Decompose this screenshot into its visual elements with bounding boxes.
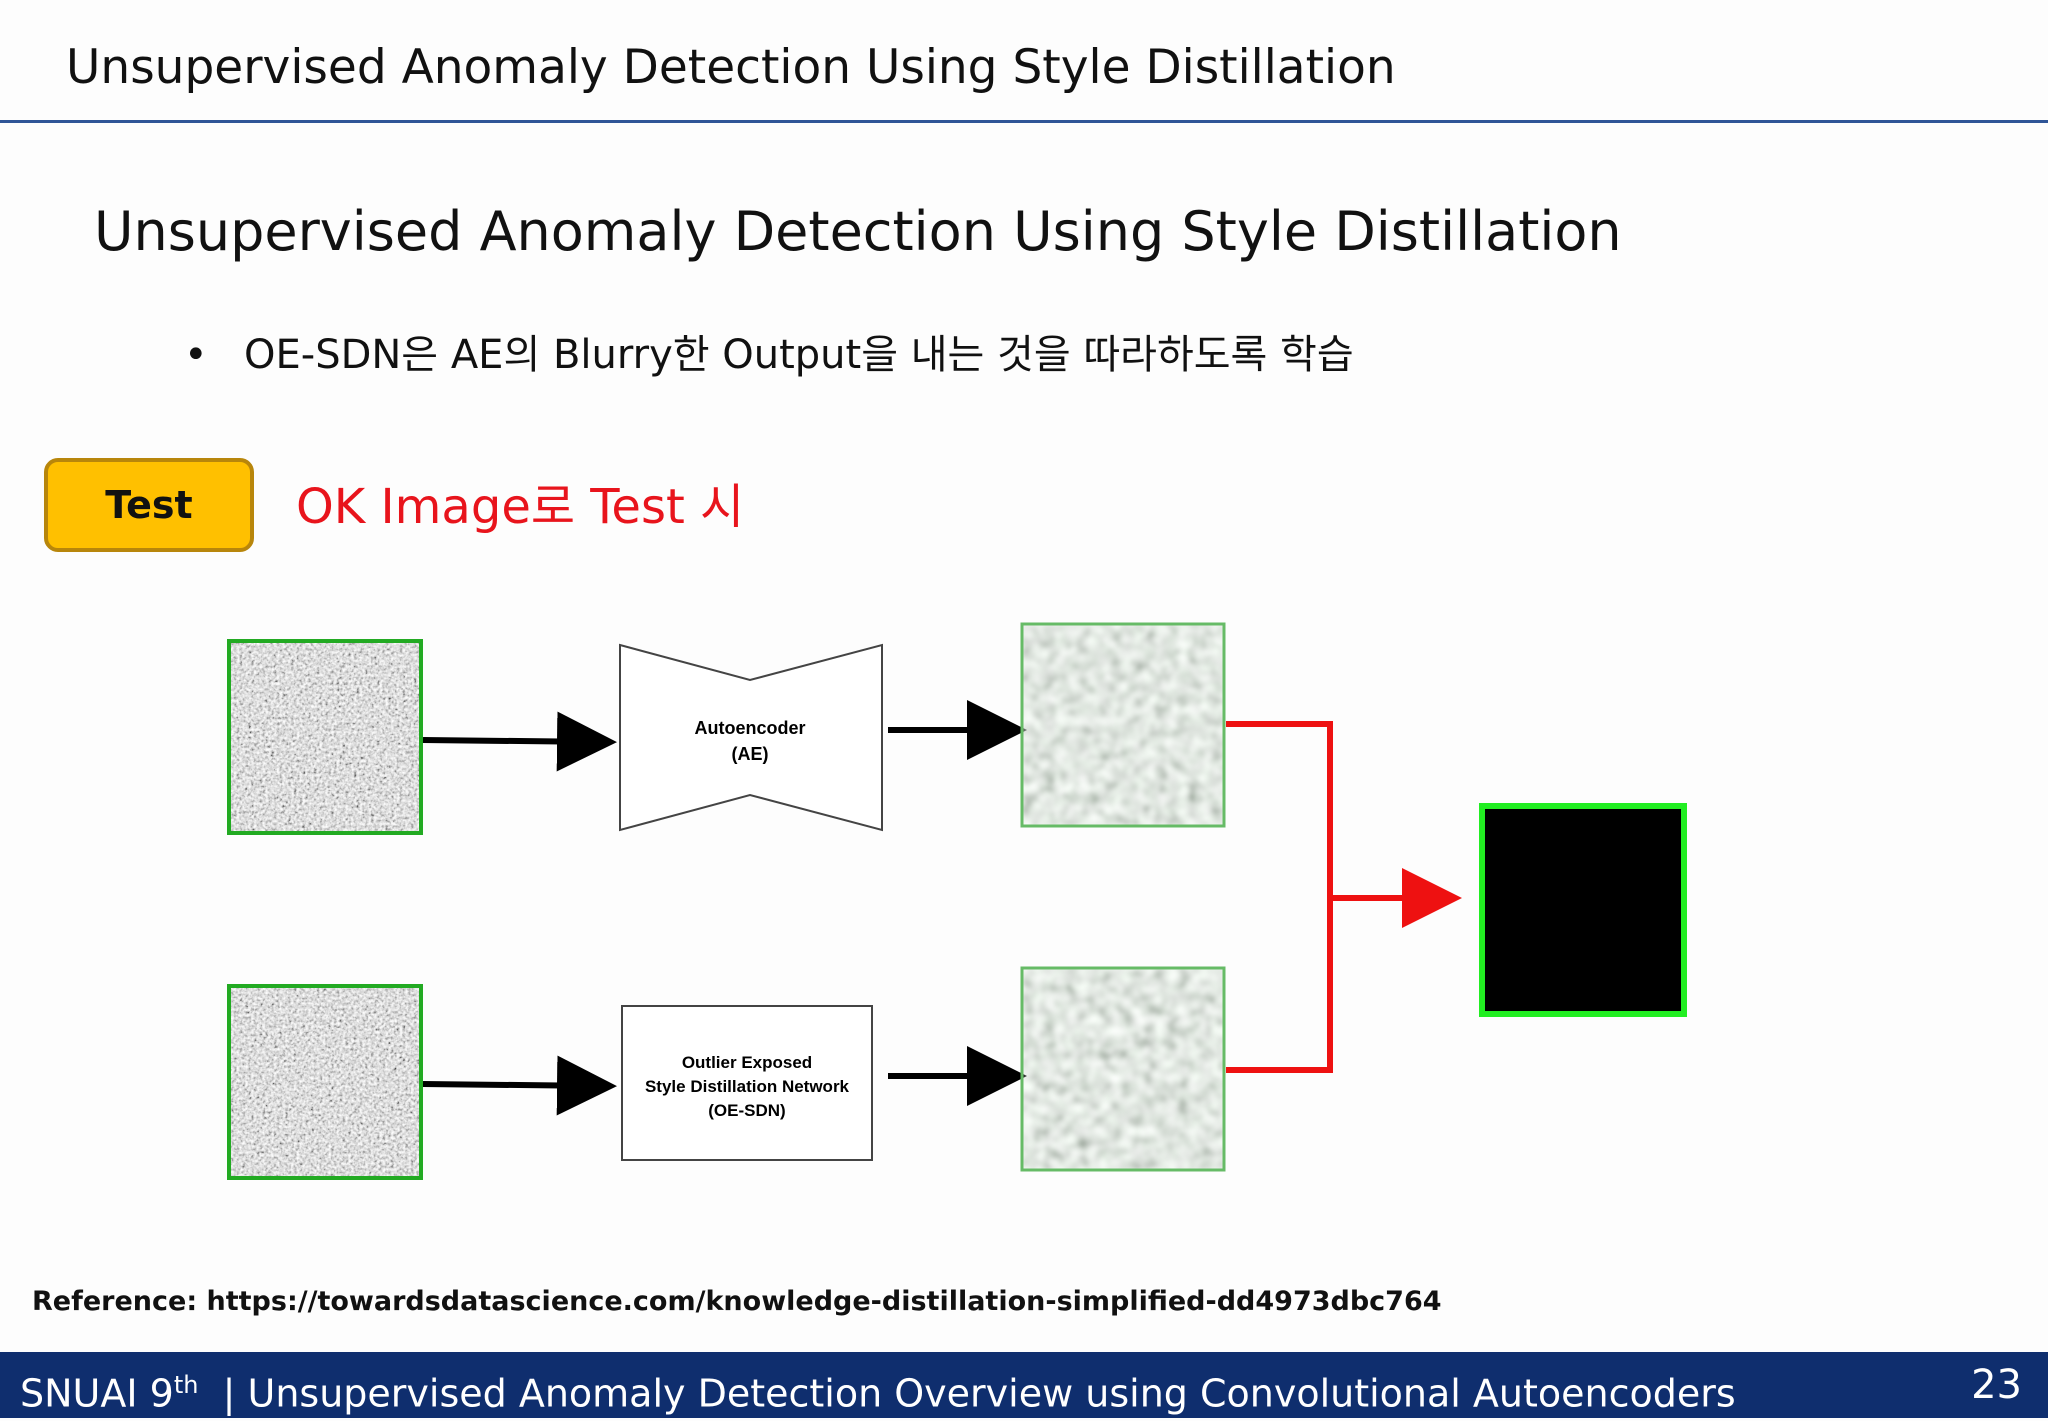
header-divider bbox=[0, 120, 2048, 123]
arrow-input-to-sdn bbox=[422, 1055, 617, 1116]
slide-title: Unsupervised Anomaly Detection Using Sty… bbox=[94, 200, 1622, 263]
difference-result-image bbox=[1479, 803, 1687, 1017]
red-connector-bottom bbox=[1226, 898, 1333, 1073]
reference-link[interactable]: Reference: https://towardsdatascience.co… bbox=[32, 1286, 1442, 1317]
ae-label-line1: Autoencoder bbox=[694, 718, 805, 738]
header-title: Unsupervised Anomaly Detection Using Sty… bbox=[66, 40, 1396, 95]
oe-sdn-box: Outlier Exposed Style Distillation Netwo… bbox=[621, 1005, 873, 1161]
ae-label-line2: (AE) bbox=[732, 744, 769, 764]
test-caption: OK Image로 Test 시 bbox=[296, 479, 745, 535]
footer-bar: SNUAI 9th | Unsupervised Anomaly Detecti… bbox=[0, 1352, 2048, 1418]
footer-subtitle: | Unsupervised Anomaly Detection Overvie… bbox=[222, 1371, 1736, 1416]
arrow-input-to-ae bbox=[422, 711, 617, 772]
input-image-bottom bbox=[227, 984, 423, 1180]
red-connector-top bbox=[1226, 721, 1333, 898]
footer-text: SNUAI 9th | Unsupervised Anomaly Detecti… bbox=[20, 1358, 1736, 1421]
footer-org: SNUAI 9 bbox=[20, 1371, 174, 1416]
test-badge: Test bbox=[44, 458, 254, 552]
pipeline-diagram: Autoencoder (AE) Outlier Exposed Style D… bbox=[227, 622, 1687, 1180]
bullet-text: OE-SDN은 AE의 Blurry한 Output을 내는 것을 따라하도록 … bbox=[244, 332, 1354, 378]
page-number: 23 bbox=[1971, 1362, 2022, 1408]
input-image-top bbox=[227, 639, 423, 835]
sdn-output-image bbox=[1020, 966, 1226, 1172]
bullet-item: • OE-SDN은 AE의 Blurry한 Output을 내는 것을 따라하도록… bbox=[184, 326, 1354, 384]
sdn-label-line2: Style Distillation Network bbox=[645, 1077, 850, 1096]
autoencoder-box: Autoencoder (AE) bbox=[619, 643, 883, 832]
sdn-label-line1: Outlier Exposed bbox=[682, 1053, 812, 1072]
footer-org-sup: th bbox=[173, 1371, 199, 1399]
bullet-dot-icon: • bbox=[184, 332, 208, 378]
sdn-label-line3: (OE-SDN) bbox=[708, 1101, 785, 1120]
ae-output-image bbox=[1020, 622, 1226, 828]
